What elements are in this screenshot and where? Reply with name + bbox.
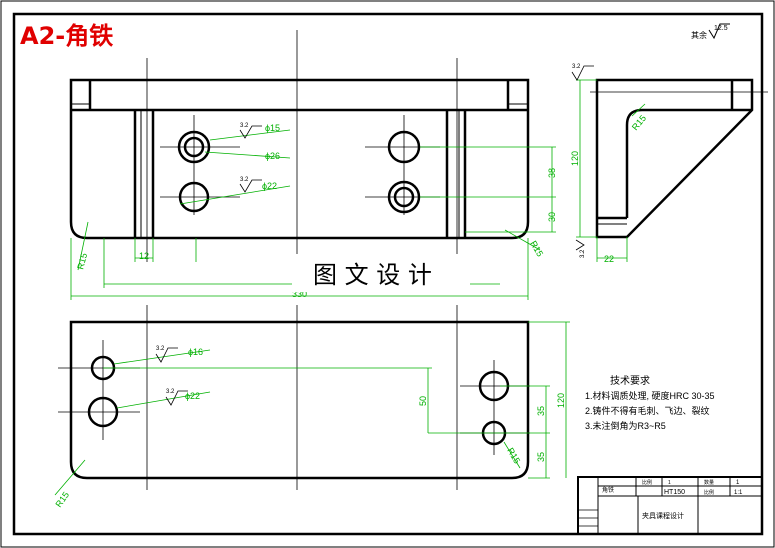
- bottom-view: [58, 305, 530, 490]
- dim-label: 12: [139, 251, 149, 261]
- side-dimensions: [576, 79, 646, 262]
- roughness-value: 3.2: [580, 249, 586, 258]
- inner-frame: [12, 12, 764, 536]
- watermark-text: 图 文 设 计: [313, 261, 432, 289]
- roughness-value: 3.2: [240, 123, 249, 129]
- title-block-scale-label: 比例: [704, 489, 714, 496]
- dim-label: 38: [547, 168, 557, 178]
- general-roughness-label: 其余: [691, 30, 707, 40]
- counterbore-hole: [387, 180, 421, 214]
- dim-label: ϕ26: [265, 151, 280, 161]
- tech-requirements: 技术要求 1.材料调质处理, 硬度HRC 30-35 2.铸件不得有毛刺、飞边、…: [585, 374, 715, 431]
- dim-label: R15: [630, 113, 648, 132]
- dim-label: R15: [528, 239, 545, 258]
- general-roughness: 其余 12.5: [691, 23, 730, 40]
- roughness-symbol-icon: [155, 347, 178, 363]
- tech-item: 2.铸件不得有毛刺、飞边、裂纹: [585, 405, 710, 416]
- dim-label: 22: [604, 254, 614, 264]
- through-hole: [183, 136, 205, 158]
- title-block-qty-label: 数量: [704, 479, 714, 486]
- side-view: [590, 78, 768, 239]
- dim-label: 50: [418, 396, 428, 406]
- bottom-dimensions: [54, 321, 570, 496]
- bottom-outline: [69, 320, 530, 480]
- title-block-design: 夹具课程设计: [642, 511, 684, 520]
- through-hole: [393, 186, 415, 208]
- front-view: [69, 30, 530, 262]
- dim-label: 120: [556, 393, 566, 408]
- dim-label: R15: [53, 490, 71, 509]
- roughness-symbol-icon: [239, 125, 262, 139]
- roughness-symbol-icon: [239, 179, 262, 193]
- front-roughness: [239, 125, 262, 193]
- side-outline: [595, 78, 754, 239]
- title-block-scale: 1:1: [734, 490, 743, 496]
- roughness-value: 3.2: [240, 177, 249, 183]
- dim-label: R15: [75, 252, 89, 271]
- dim-label: ϕ22: [262, 181, 277, 191]
- dim-label: 120: [570, 151, 580, 166]
- dim-label: 330: [292, 289, 307, 299]
- through-hole: [178, 181, 210, 213]
- dim-label: R15: [505, 446, 522, 465]
- title-block-partname: 角铁: [602, 486, 614, 494]
- roughness-symbol-icon: [708, 23, 730, 40]
- title-block-material: HT150: [664, 489, 685, 496]
- watermark-box: [292, 254, 470, 292]
- title-block: [577, 476, 763, 535]
- sheet-title: A2-角铁: [20, 22, 113, 50]
- roughness-value: 3.2: [156, 346, 165, 352]
- tech-title: 技术要求: [610, 374, 650, 387]
- roughness-symbol-icon: [575, 239, 585, 251]
- side-inner-fillet: [625, 108, 752, 218]
- front-outline: [69, 78, 530, 240]
- dim-label: ϕ22: [185, 391, 200, 401]
- dim-label: 30: [547, 212, 557, 222]
- through-hole: [387, 130, 421, 164]
- tech-item: 3.未注倒角为R3~R5: [585, 420, 666, 431]
- title-block-ratio: 比例: [642, 479, 652, 486]
- dim-label: ϕ16: [188, 347, 203, 357]
- dim-label: 35: [536, 406, 546, 416]
- title-block-num: 1: [668, 480, 671, 486]
- general-roughness-value: 12.5: [714, 25, 728, 32]
- dim-label: ϕ15: [265, 123, 280, 133]
- tech-item: 1.材料调质处理, 硬度HRC 30-35: [585, 390, 715, 401]
- roughness-symbol-icon: [571, 65, 594, 81]
- roughness-value: 3.2: [166, 389, 175, 395]
- title-block-qty: 1: [736, 480, 740, 486]
- counterbore-hole: [177, 130, 211, 164]
- dim-label: 35: [536, 452, 546, 462]
- roughness-value: 3.2: [572, 64, 581, 70]
- through-hole: [87, 396, 119, 428]
- roughness-symbol-icon: [165, 390, 188, 406]
